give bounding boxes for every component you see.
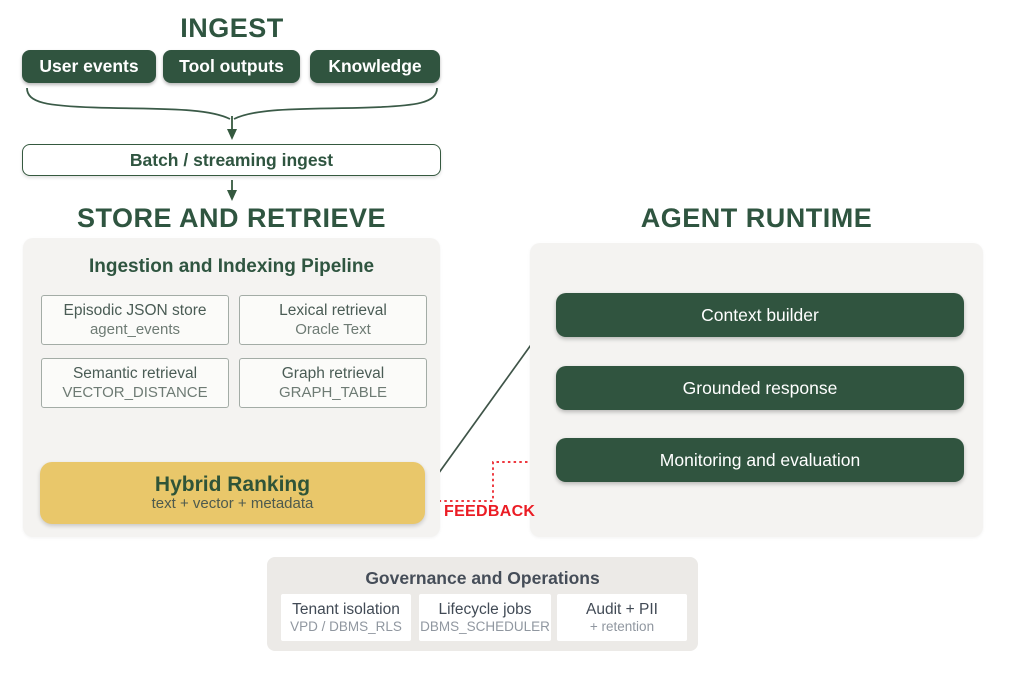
- governance-card-tenant-isolation: Tenant isolation VPD / DBMS_RLS: [281, 594, 411, 641]
- retrieval-box-graph: Graph retrieval GRAPH_TABLE: [239, 358, 427, 408]
- governance-card-subtitle: + retention: [589, 619, 655, 634]
- retrieval-box-episodic: Episodic JSON store agent_events: [41, 295, 229, 345]
- pill-knowledge: Knowledge: [310, 50, 440, 83]
- governance-title: Governance and Operations: [365, 567, 600, 588]
- stage-context-builder: Context builder: [556, 293, 964, 337]
- governance-card-title: Tenant isolation: [292, 601, 400, 618]
- store-title: STORE AND RETRIEVE: [76, 202, 387, 233]
- retrieval-box-title: Episodic JSON store: [63, 302, 207, 319]
- pipeline-title: Ingestion and Indexing Pipeline: [88, 256, 375, 277]
- ingest-title: INGEST: [180, 12, 284, 43]
- governance-card-lifecycle-jobs: Lifecycle jobs DBMS_SCHEDULER: [419, 594, 551, 641]
- feedback-label: FEEDBACK: [444, 503, 536, 520]
- hybrid-ranking-subtitle: text + vector + metadata: [151, 495, 314, 512]
- stage-monitoring-evaluation: Monitoring and evaluation: [556, 438, 964, 482]
- governance-card-subtitle: DBMS_SCHEDULER: [420, 619, 550, 634]
- ingest-brace: [26, 87, 438, 120]
- retrieval-box-title: Graph retrieval: [281, 365, 385, 382]
- retrieval-box-subtitle: Oracle Text: [295, 321, 371, 338]
- governance-card-title: Lifecycle jobs: [438, 601, 532, 618]
- pill-tool-outputs: Tool outputs: [163, 50, 300, 83]
- hybrid-ranking-box: Hybrid Ranking text + vector + metadata: [40, 462, 425, 524]
- ranking-to-context-arrow: [427, 316, 552, 489]
- stage-grounded-response: Grounded response: [556, 366, 964, 410]
- retrieval-box-subtitle: GRAPH_TABLE: [278, 384, 388, 401]
- agent-title: AGENT RUNTIME: [640, 202, 873, 233]
- retrieval-box-title: Semantic retrieval: [72, 365, 198, 382]
- governance-card-title: Audit + PII: [586, 601, 658, 618]
- retrieval-box-semantic: Semantic retrieval VECTOR_DISTANCE: [41, 358, 229, 408]
- retrieval-box-lexical: Lexical retrieval Oracle Text: [239, 295, 427, 345]
- retrieval-box-subtitle: VECTOR_DISTANCE: [62, 384, 208, 401]
- governance-card-audit-pii: Audit + PII + retention: [557, 594, 687, 641]
- governance-card-subtitle: VPD / DBMS_RLS: [290, 619, 402, 634]
- retrieval-box-subtitle: agent_events: [89, 321, 181, 338]
- retrieval-box-title: Lexical retrieval: [279, 302, 387, 319]
- pill-user-events: User events: [22, 50, 156, 83]
- batch-ingest-box: Batch / streaming ingest: [22, 144, 441, 176]
- hybrid-ranking-title: Hybrid Ranking: [154, 473, 311, 496]
